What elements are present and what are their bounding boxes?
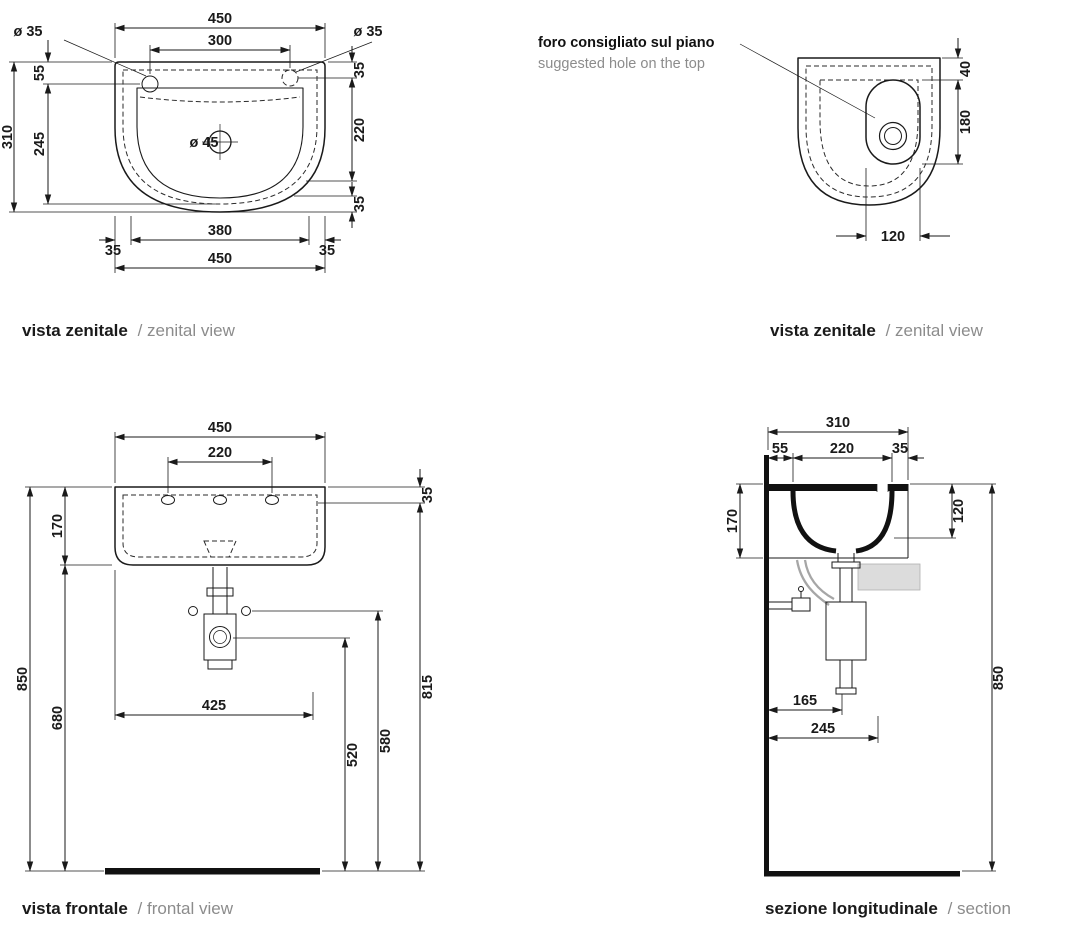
dim-wid-120: 120 [881,229,905,245]
extension-lines [9,23,357,273]
label-plan-left-en: / zenital view [137,321,235,340]
tap-hole-left [141,75,159,93]
dim-holes-220: 220 [208,445,232,461]
suggested-hole-outline [865,79,921,165]
dim-left-55: 55 [32,65,48,81]
dim-width-450: 450 [208,420,232,436]
dim-top-35: 35 [892,441,908,457]
label-plan-right: vista zenitale / zenital view [770,321,983,341]
dimension-lines [10,24,373,272]
dim-bottom-35-left: 35 [105,243,121,259]
tap-hole-center [213,495,227,505]
dimension-texts: 40 180 120 [881,61,974,245]
bottle-trap [825,601,867,661]
dim-hole-right-dia: ø 35 [353,24,382,40]
dim-top-40: 40 [958,61,974,77]
flexible-hose-2 [803,559,835,601]
basin-front-outline [114,486,326,566]
dim-bottom-380: 380 [208,223,232,239]
dimension-lines [26,433,424,872]
leader-hole-right [295,41,373,73]
dim-mid-245: 245 [811,721,835,737]
dim-right-35-top: 35 [352,62,368,78]
basin-section-profile [769,482,909,559]
dim-left-310: 310 [0,125,16,149]
dim-top-220: 220 [830,441,854,457]
drain-recess-hidden [203,540,237,558]
dim-mid-425: 425 [202,698,226,714]
wall-line [764,455,769,876]
fixing-hole-right [241,606,251,616]
extension-lines [865,57,963,241]
dim-left-850: 850 [15,667,31,691]
label-plan-right-en: / zenital view [885,321,983,340]
leader-hole-left [63,39,147,77]
dimension-lines [736,428,996,872]
section-view-drawing: 310 55 220 35 170 120 850 165 245 [725,415,1007,877]
plan-view-left-drawing: 450 300 ø 35 ø 35 55 245 310 ø 45 35 220… [0,11,383,273]
label-frontal-it: vista frontale [22,899,128,918]
dim-bottom-35-right: 35 [319,243,335,259]
basin-plan-outline [797,57,941,206]
label-section-it: sezione longitudinale [765,899,938,918]
tap-hole-section [877,482,888,492]
bracket-shelf [857,563,921,591]
label-frontal: vista frontale / frontal view [22,899,233,919]
drain-trap-assembly [188,567,251,670]
tap-hole-left [161,495,175,505]
extension-lines [25,432,425,872]
dim-right-220: 220 [352,118,368,142]
label-plan-left: vista zenitale / zenital view [22,321,235,341]
dim-top-55: 55 [772,441,788,457]
label-section-en: / section [947,899,1011,918]
dimension-texts: 310 55 220 35 170 120 850 165 245 [725,415,1007,737]
tap-hole-right [281,69,299,87]
label-plan-left-it: vista zenitale [22,321,128,340]
dim-left-680: 680 [50,706,66,730]
plumbing-assembly [769,553,867,695]
angle-valve [791,597,811,612]
dim-left-170: 170 [725,509,741,533]
callout-note: foro consigliato sul piano suggested hol… [538,33,714,75]
label-section: sezione longitudinale / section [765,899,1011,919]
dim-right-35-bottom: 35 [352,196,368,212]
dim-holes-span: 300 [208,33,232,49]
dim-right-520: 520 [345,743,361,767]
frontal-view-drawing: 450 220 850 170 680 35 815 520 580 425 [15,420,436,875]
fixing-hole-left [188,606,198,616]
label-plan-right-it: vista zenitale [770,321,876,340]
tap-hole-inner [884,127,902,145]
dimension-texts: 450 300 ø 35 ø 35 55 245 310 ø 45 35 220… [0,11,383,267]
dim-right-120: 120 [951,499,967,523]
dim-right-815: 815 [420,675,436,699]
dim-width-bottom: 450 [208,251,232,267]
plan-view-right-drawing: 40 180 120 [739,38,974,245]
floor-line [105,868,320,875]
dimension-texts: 450 220 850 170 680 35 815 520 580 425 [15,420,436,767]
dim-mid-165: 165 [793,693,817,709]
dim-right-35: 35 [420,487,436,503]
dim-left-245: 245 [32,132,48,156]
callout-line-en: suggested hole on the top [538,56,705,72]
dimension-lines [739,38,962,240]
dim-top-310: 310 [826,415,850,431]
dim-width-top: 450 [208,11,232,27]
callout-leader [739,43,876,119]
dim-len-180: 180 [958,110,974,134]
dim-center-hole-dia: ø 45 [189,135,218,151]
tap-hole-outer [878,121,908,151]
label-frontal-en: / frontal view [137,899,233,918]
dim-hole-left-dia: ø 35 [13,24,42,40]
basin-plan-outline [114,61,326,213]
dim-right-580: 580 [378,729,394,753]
tap-hole-right [265,495,279,505]
dim-right-850: 850 [991,666,1007,690]
siphon-body [203,613,237,661]
callout-line-it: foro consigliato sul piano [538,35,715,51]
floor-line [764,871,960,877]
dim-left-170: 170 [50,514,66,538]
